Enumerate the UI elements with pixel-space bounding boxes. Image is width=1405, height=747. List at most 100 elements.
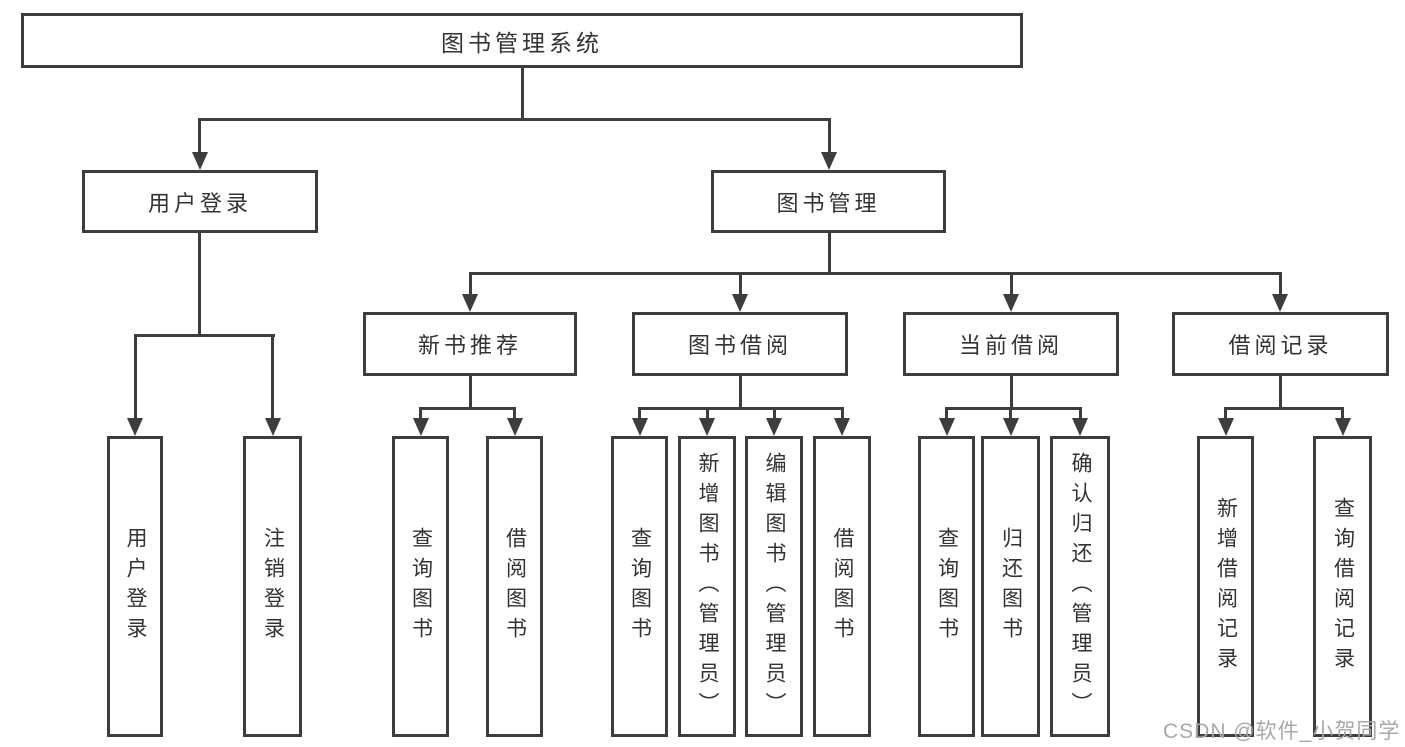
arrowhead-icon bbox=[1072, 418, 1088, 436]
arrowhead-icon bbox=[938, 418, 955, 436]
arrowhead-icon bbox=[766, 418, 782, 436]
leaf-current-return-books-label: 归还图书 bbox=[999, 526, 1023, 647]
leaf-borrow-add-books-admin-label: 新增图书（管理员） bbox=[696, 451, 719, 722]
arrowhead-icon bbox=[631, 418, 648, 436]
node-new-book-recommend: 新书推荐 bbox=[363, 312, 577, 376]
arrow-to-leaf-borrow-query bbox=[631, 410, 648, 436]
connector-current-bar bbox=[945, 407, 1082, 410]
leaf-record-add-borrow-record-label: 新增借阅记录 bbox=[1214, 496, 1238, 677]
leaf-user-login: 用户登录 bbox=[107, 436, 163, 737]
node-new-book-recommend-label: 新书推荐 bbox=[417, 333, 522, 358]
arrow-shaft bbox=[1224, 410, 1227, 418]
leaf-current-confirm-return-admin: 确认归还（管理员） bbox=[1050, 436, 1110, 737]
arrow-shaft bbox=[1078, 410, 1082, 418]
leaf-recommend-query-books: 查询图书 bbox=[392, 436, 449, 737]
arrow-to-new-book-recommend bbox=[462, 275, 479, 312]
arrow-to-current-borrow bbox=[1003, 275, 1020, 312]
arrowhead-icon bbox=[412, 418, 429, 436]
leaf-current-confirm-return-admin-label: 确认归还（管理员） bbox=[1069, 451, 1092, 722]
leaf-borrow-edit-books-admin: 编辑图书（管理员） bbox=[745, 436, 803, 737]
arrowhead-icon bbox=[1334, 418, 1351, 436]
arrow-to-leaf-borrow-add bbox=[699, 410, 716, 436]
arrow-to-leaf-record-query bbox=[1334, 410, 1351, 436]
arrow-shaft bbox=[772, 410, 776, 418]
arrow-shaft bbox=[638, 410, 641, 418]
arrow-to-leaf-record-add bbox=[1217, 410, 1234, 436]
node-user-login-label: 用户登录 bbox=[147, 190, 252, 216]
node-book-borrow: 图书借阅 bbox=[632, 312, 848, 376]
arrow-shaft bbox=[827, 121, 831, 152]
leaf-current-query-books: 查询图书 bbox=[918, 436, 975, 737]
leaf-logout: 注销登录 bbox=[243, 436, 302, 737]
arrow-shaft bbox=[738, 275, 742, 294]
arrowhead-icon bbox=[821, 152, 837, 170]
arrow-shaft bbox=[1278, 275, 1282, 294]
leaf-current-query-books-label: 查询图书 bbox=[935, 526, 959, 647]
arrow-to-book-borrow bbox=[732, 275, 749, 312]
connector-borrow-stem bbox=[738, 376, 742, 407]
arrow-to-borrow-record bbox=[1272, 275, 1289, 312]
connector-book-management-stem bbox=[827, 233, 831, 272]
leaf-current-return-books: 归还图书 bbox=[981, 436, 1040, 737]
node-borrow-record: 借阅记录 bbox=[1172, 312, 1389, 376]
arrow-to-leaf-login bbox=[127, 337, 144, 436]
csdn-watermark: CSDN @软件_小贺同学 bbox=[1163, 720, 1401, 743]
arrowhead-icon bbox=[264, 418, 281, 436]
connector-current-stem bbox=[1009, 376, 1013, 407]
node-current-borrow-label: 当前借阅 bbox=[958, 333, 1063, 358]
arrow-shaft bbox=[513, 410, 516, 418]
arrowhead-icon bbox=[1003, 294, 1019, 312]
arrowhead-icon bbox=[732, 294, 748, 312]
arrowhead-icon bbox=[462, 294, 478, 312]
arrow-shaft bbox=[468, 275, 472, 294]
arrowhead-icon bbox=[1217, 418, 1234, 436]
arrow-to-leaf-current-query bbox=[938, 410, 955, 436]
arrow-to-user-login bbox=[191, 121, 208, 170]
arrow-shaft bbox=[945, 410, 948, 418]
node-borrow-record-label: 借阅记录 bbox=[1228, 333, 1333, 358]
arrow-to-book-management bbox=[821, 121, 838, 170]
connector-recommend-stem bbox=[468, 376, 472, 407]
leaf-recommend-borrow-books-label: 借阅图书 bbox=[503, 526, 527, 647]
arrowhead-icon bbox=[191, 152, 208, 170]
arrow-to-leaf-borrow-edit bbox=[766, 410, 783, 436]
arrow-to-leaf-recommend-borrow bbox=[506, 410, 523, 436]
connector-user-login-stem bbox=[198, 233, 201, 334]
arrow-shaft bbox=[271, 337, 274, 418]
leaf-record-add-borrow-record: 新增借阅记录 bbox=[1197, 436, 1254, 737]
connector-root-bar bbox=[198, 118, 831, 121]
node-book-management: 图书管理 bbox=[711, 170, 946, 233]
leaf-record-query-borrow-record-label: 查询借阅记录 bbox=[1331, 496, 1355, 677]
leaf-recommend-borrow-books: 借阅图书 bbox=[486, 436, 543, 737]
arrow-shaft bbox=[133, 337, 137, 418]
arrow-to-leaf-logout bbox=[264, 337, 281, 436]
arrowhead-icon bbox=[127, 418, 143, 436]
leaf-recommend-query-books-label: 查询图书 bbox=[409, 526, 433, 647]
connector-user-login-bar bbox=[133, 334, 275, 337]
leaf-borrow-query-books-label: 查询图书 bbox=[628, 526, 652, 647]
arrow-to-leaf-current-confirm bbox=[1072, 410, 1089, 436]
leaf-user-login-label: 用户登录 bbox=[124, 526, 147, 647]
leaf-logout-label: 注销登录 bbox=[261, 526, 285, 647]
arrowhead-icon bbox=[699, 418, 715, 436]
leaf-borrow-borrow-books: 借阅图书 bbox=[813, 436, 871, 737]
node-root-label: 图书管理系统 bbox=[441, 29, 603, 56]
arrow-shaft bbox=[840, 410, 844, 418]
arrow-to-leaf-borrow-borrow bbox=[834, 410, 851, 436]
arrow-shaft bbox=[198, 121, 201, 152]
arrowhead-icon bbox=[1002, 418, 1019, 436]
node-current-borrow: 当前借阅 bbox=[903, 312, 1119, 376]
arrowhead-icon bbox=[506, 418, 523, 436]
node-book-borrow-label: 图书借阅 bbox=[687, 333, 792, 358]
node-book-management-label: 图书管理 bbox=[776, 190, 881, 216]
arrow-to-leaf-current-return bbox=[1002, 410, 1019, 436]
connector-borrow-bar bbox=[638, 407, 844, 410]
connector-record-stem bbox=[1278, 376, 1282, 407]
leaf-borrow-add-books-admin: 新增图书（管理员） bbox=[678, 436, 736, 737]
arrow-shaft bbox=[419, 410, 422, 418]
leaf-borrow-query-books: 查询图书 bbox=[611, 436, 668, 737]
connector-book-management-bar bbox=[468, 272, 1282, 275]
arrow-shaft bbox=[1009, 410, 1012, 418]
arrow-shaft bbox=[1341, 410, 1344, 418]
